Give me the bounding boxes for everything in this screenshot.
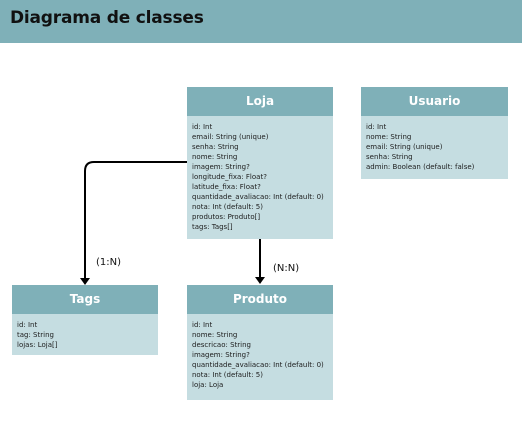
attribute: quantidade_avaliacao: Int (default: 0): [192, 361, 324, 369]
attribute: nome: String: [192, 153, 238, 161]
attribute: nome: String: [192, 331, 238, 339]
class-tags: Tags id: Int tag: String lojas: Loja[]: [12, 285, 158, 355]
produto-arrowhead: [255, 277, 265, 284]
class-tags-attributes: id: Int tag: String lojas: Loja[]: [12, 314, 158, 354]
diagram-header: Diagrama de classes: [0, 0, 522, 43]
class-loja: Loja id: Int email: String (unique) senh…: [187, 87, 333, 239]
attribute: produtos: Produto[]: [192, 213, 261, 221]
class-usuario-name: Usuario: [361, 87, 508, 116]
attribute: tags: Tags[]: [192, 223, 233, 231]
class-produto-name: Produto: [187, 285, 333, 314]
attribute: imagem: String?: [192, 351, 250, 359]
attribute: longitude_fixa: Float?: [192, 173, 267, 181]
attribute: senha: String: [192, 143, 239, 151]
attribute: id: Int: [192, 321, 213, 329]
class-usuario-attributes: id: Int nome: String email: String (uniq…: [361, 116, 508, 176]
attribute: nome: String: [366, 133, 412, 141]
class-produto: Produto id: Int nome: String descricao: …: [187, 285, 333, 400]
attribute: id: Int: [366, 123, 387, 131]
attribute: admin: Boolean (default: false): [366, 163, 475, 171]
attribute: loja: Loja: [192, 381, 224, 389]
attribute: latitude_fixa: Float?: [192, 183, 261, 191]
class-tags-name: Tags: [12, 285, 158, 314]
attribute: id: Int: [192, 123, 213, 131]
attribute: lojas: Loja[]: [17, 341, 58, 349]
relation-label-loja-produto: (N:N): [273, 263, 300, 274]
relation-label-loja-tags: (1:N): [96, 257, 122, 268]
diagram-title: Diagrama de classes: [10, 8, 204, 28]
tags-arrowhead: [80, 278, 90, 285]
attribute: id: Int: [17, 321, 38, 329]
attribute: descricao: String: [192, 341, 251, 349]
attribute: quantidade_avaliacao: Int (default: 0): [192, 193, 324, 201]
class-usuario: Usuario id: Int nome: String email: Stri…: [361, 87, 508, 179]
attribute: nota: Int (default: 5): [192, 203, 263, 211]
attribute: senha: String: [366, 153, 413, 161]
class-produto-attributes: id: Int nome: String descricao: String i…: [187, 314, 333, 394]
attribute: email: String (unique): [366, 143, 443, 151]
class-loja-name: Loja: [187, 87, 333, 116]
attribute: email: String (unique): [192, 133, 269, 141]
attribute: nota: Int (default: 5): [192, 371, 263, 379]
loja-tags-connector: [84, 161, 187, 278]
attribute: tag: String: [17, 331, 54, 339]
attribute: imagem: String?: [192, 163, 250, 171]
class-loja-attributes: id: Int email: String (unique) senha: St…: [187, 116, 333, 236]
